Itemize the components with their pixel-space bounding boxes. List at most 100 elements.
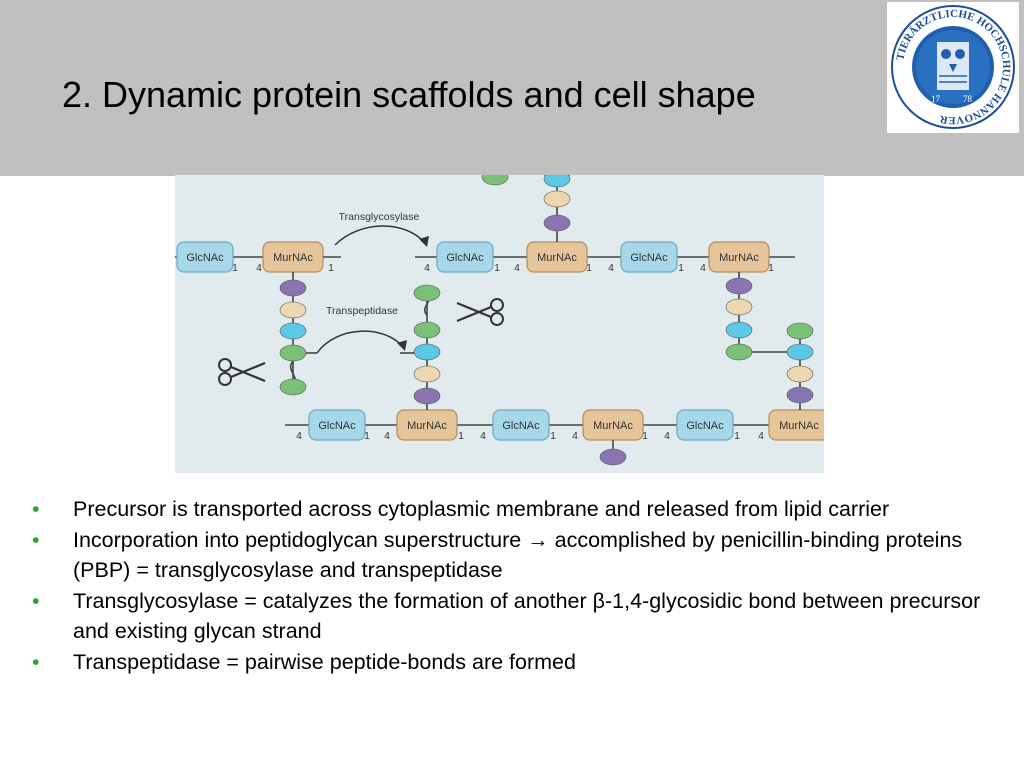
- murnac-block: [768, 409, 824, 441]
- position-number: 4: [256, 263, 262, 274]
- glcnac-label: GlcNAc: [446, 252, 484, 264]
- transglycosylase-arrow: [334, 225, 426, 246]
- glcnac-block: [436, 241, 494, 273]
- glcnac-label: GlcNAc: [502, 420, 540, 432]
- bullet-text: Transglycosylase = catalyzes the formati…: [73, 588, 981, 644]
- position-number: 4: [480, 431, 486, 442]
- scissors-icon: [456, 298, 504, 326]
- bullet-text: Precursor is transported across cytoplas…: [73, 497, 890, 521]
- glcnac-block: [492, 409, 550, 441]
- university-logo: TIERÄRZTLICHE HOCHSCHULE HANNOVER 17 78: [887, 2, 1019, 133]
- position-number: 1: [642, 431, 648, 442]
- position-number: 1: [328, 263, 334, 274]
- position-number: 1: [550, 431, 556, 442]
- position-number: 4: [296, 431, 302, 442]
- logo-year-right: 78: [963, 94, 973, 104]
- position-number: 1: [232, 263, 238, 274]
- scissors-part: [230, 365, 266, 383]
- bullet-dot: •: [32, 588, 40, 613]
- purple-amino-acid: [725, 277, 753, 295]
- purple-amino-acid: [543, 214, 571, 232]
- logo-year-left: 17: [931, 94, 941, 104]
- position-number: 4: [424, 263, 430, 274]
- glcnac-label: GlcNAc: [186, 252, 224, 264]
- cyan-amino-acid: [725, 321, 753, 339]
- position-number: 4: [514, 263, 520, 274]
- glcnac-label: GlcNAc: [630, 252, 668, 264]
- bullet-text: Incorporation into peptidoglycan superst…: [73, 527, 528, 552]
- purple-amino-acid: [413, 387, 441, 405]
- scissors-part: [490, 312, 504, 326]
- position-number: 1: [678, 263, 684, 274]
- glcnac-block: [176, 241, 234, 273]
- scissors-part: [218, 372, 232, 386]
- bullet-dot: •: [32, 649, 40, 674]
- green-amino-acid: [279, 344, 307, 362]
- position-number: 4: [700, 263, 706, 274]
- position-number: 4: [608, 263, 614, 274]
- murnac-label: MurNAc: [779, 420, 819, 432]
- bullet-dot: •: [32, 497, 40, 521]
- beige-amino-acid: [543, 190, 571, 208]
- position-number: 1: [364, 431, 370, 442]
- bullet-item: • Transglycosylase = catalyzes the forma…: [32, 586, 982, 647]
- position-number: 1: [458, 431, 464, 442]
- transpeptidase-label: Transpeptidase: [326, 305, 398, 317]
- cyan-amino-acid: [543, 175, 571, 188]
- murnac-label: MurNAc: [593, 420, 633, 432]
- scissors-part: [456, 305, 492, 323]
- green-amino-acid: [725, 343, 753, 361]
- bullet-dot: •: [32, 527, 40, 552]
- glcnac-label: GlcNAc: [318, 420, 356, 432]
- green-amino-acid: [279, 378, 307, 396]
- beige-amino-acid: [413, 365, 441, 383]
- cyan-amino-acid: [279, 322, 307, 340]
- bullet-item: • Precursor is transported across cytopl…: [32, 494, 982, 525]
- title-bar: 2. Dynamic protein scaffolds and cell sh…: [0, 0, 1024, 176]
- murnac-label: MurNAc: [407, 420, 447, 432]
- cyan-amino-acid: [413, 343, 441, 361]
- right-arrow-icon: →: [527, 527, 549, 552]
- green-amino-acid: [481, 175, 509, 186]
- bullet-text: Transpeptidase = pairwise peptide-bonds …: [73, 649, 576, 674]
- glcnac-block: [308, 409, 366, 441]
- green-amino-acid: [786, 322, 814, 340]
- green-amino-acid: [413, 321, 441, 339]
- scissors-part: [230, 361, 266, 379]
- glcnac-block: [676, 409, 734, 441]
- purple-amino-acid: [279, 279, 307, 297]
- purple-amino-acid: [786, 386, 814, 404]
- murnac-label: MurNAc: [719, 252, 759, 264]
- position-number: 1: [734, 431, 740, 442]
- glcnac-label: GlcNAc: [686, 420, 724, 432]
- transglycosylase-label: Transglycosylase: [339, 211, 420, 223]
- bullet-list: • Precursor is transported across cytopl…: [32, 494, 982, 677]
- murnac-label: MurNAc: [537, 252, 577, 264]
- position-number: 1: [768, 263, 774, 274]
- position-number: 4: [664, 431, 670, 442]
- beige-amino-acid: [786, 365, 814, 383]
- scissors-part: [456, 301, 492, 319]
- position-number: 1: [494, 263, 500, 274]
- position-number: 4: [758, 431, 764, 442]
- beige-amino-acid: [279, 301, 307, 319]
- position-number: 1: [586, 263, 592, 274]
- position-number: 4: [384, 431, 390, 442]
- slide-title: 2. Dynamic protein scaffolds and cell sh…: [62, 74, 756, 115]
- bullet-item: • Incorporation into peptidoglycan super…: [32, 525, 982, 586]
- cyan-amino-acid: [786, 343, 814, 361]
- scissors-part: [218, 358, 232, 372]
- purple-amino-acid: [599, 448, 627, 466]
- scissors-part: [490, 298, 504, 312]
- position-number: 4: [572, 431, 578, 442]
- bullet-item: • Transpeptidase = pairwise peptide-bond…: [32, 647, 982, 678]
- beige-amino-acid: [725, 298, 753, 316]
- scissors-icon: [218, 358, 266, 386]
- transpeptidase-arrowhead: [397, 340, 407, 351]
- bullet-text: accomplished by penicillin-binding prote…: [73, 527, 963, 583]
- glcnac-block: [620, 241, 678, 273]
- transpeptidase-arrow: [316, 330, 404, 354]
- murnac-label: MurNAc: [273, 252, 313, 264]
